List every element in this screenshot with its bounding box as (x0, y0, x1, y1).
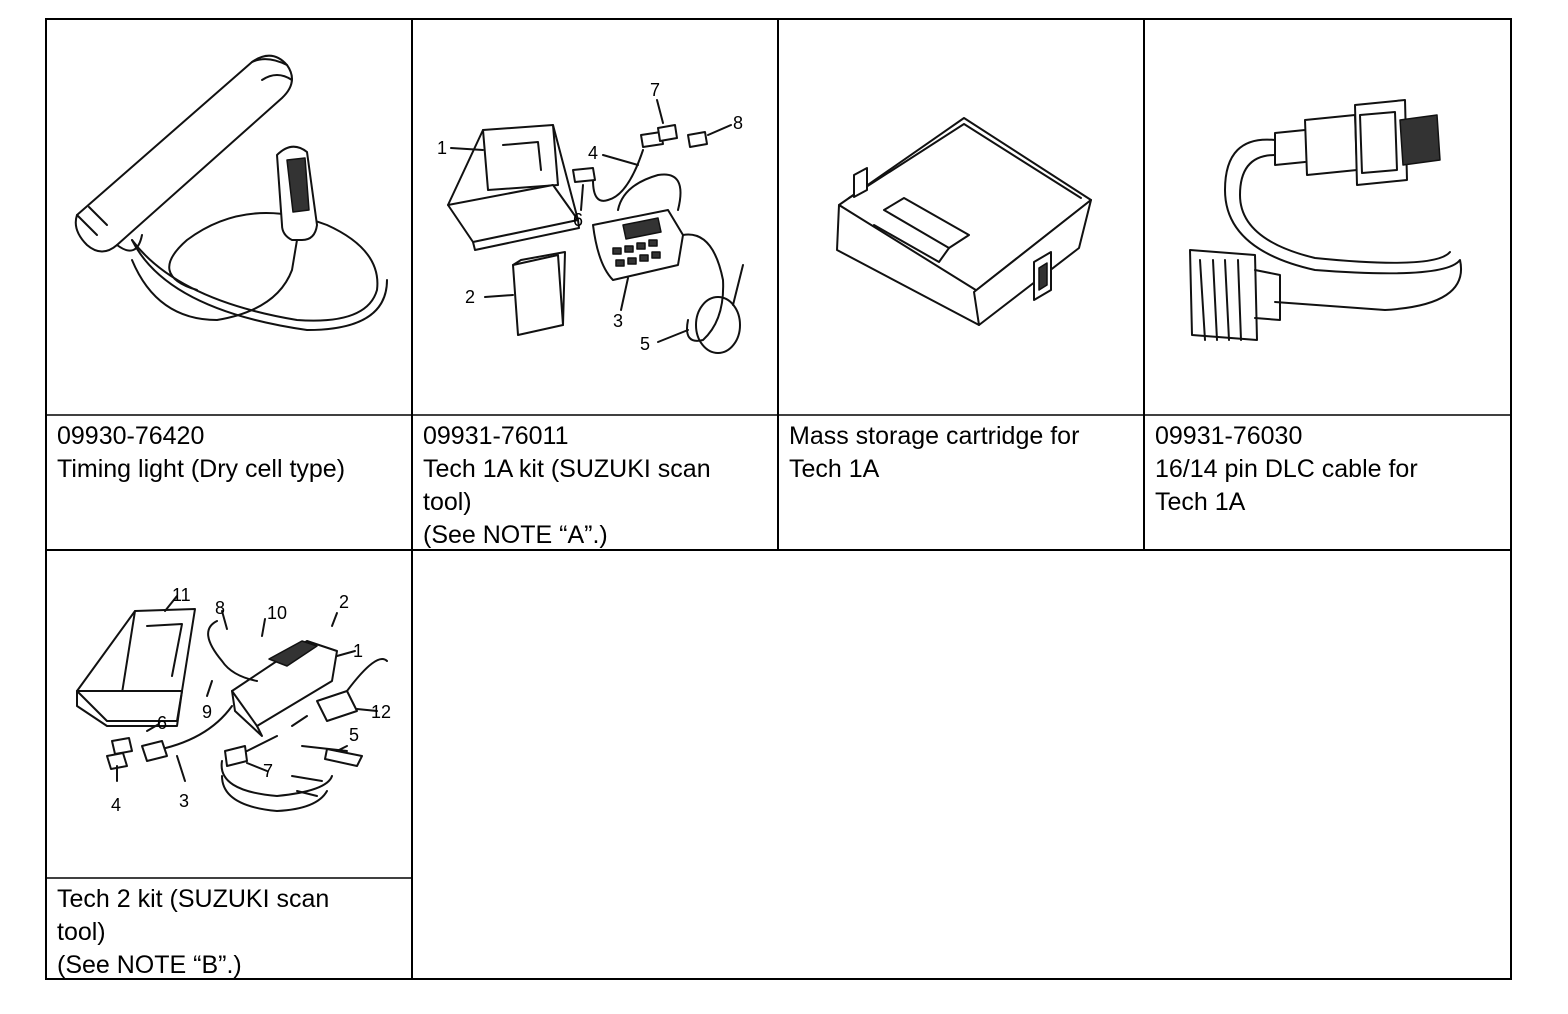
tool-caption-tech-1a-kit: 09931-76011 Tech 1A kit (SUZUKI scan too… (413, 416, 777, 549)
callout-4: 4 (588, 143, 598, 163)
tool-note: (See NOTE “B”.) (57, 951, 242, 979)
callout-7: 7 (263, 761, 273, 781)
tool-name: Timing light (Dry cell type) (57, 455, 346, 483)
callout-5: 5 (349, 725, 359, 745)
tool-name: Tech 1A kit (SUZUKI scan (423, 455, 711, 483)
callout-7: 7 (650, 80, 660, 100)
empty-cell (413, 551, 1510, 978)
callout-3: 3 (613, 311, 623, 331)
callout-12: 12 (371, 702, 391, 722)
part-number: 09930-76420 (57, 422, 205, 450)
callout-6: 6 (573, 210, 583, 230)
tech-1a-kit-illustration: 1 2 3 4 5 6 7 8 (413, 20, 777, 414)
tool-caption-dlc-cable: 09931-76030 16/14 pin DLC cable for Tech… (1145, 416, 1509, 549)
part-number: 09931-76011 (423, 422, 569, 450)
callout-1: 1 (437, 138, 447, 158)
callout-8: 8 (215, 598, 225, 618)
callout-3: 3 (179, 791, 189, 811)
tool-name-cont: tool) (57, 918, 106, 946)
tool-caption-timing-light: 09930-76420 Timing light (Dry cell type) (47, 416, 411, 549)
callout-5: 5 (640, 334, 650, 354)
callout-4: 4 (111, 795, 121, 815)
callout-1: 1 (353, 641, 363, 661)
part-number: 09931-76030 (1155, 422, 1303, 450)
tool-name: 16/14 pin DLC cable for (1155, 455, 1418, 483)
tool-caption-tech-2-kit: Tech 2 kit (SUZUKI scan tool) (See NOTE … (47, 879, 411, 979)
callout-11: 11 (172, 585, 191, 605)
tool-caption-mass-storage: Mass storage cartridge for Tech 1A (779, 416, 1143, 549)
callout-2: 2 (465, 287, 475, 307)
callout-9: 9 (202, 702, 212, 722)
callout-6: 6 (157, 713, 167, 733)
tool-name: Mass storage cartridge for (789, 422, 1080, 450)
mass-storage-cartridge-illustration (779, 20, 1143, 414)
tool-name: Tech 2 kit (SUZUKI scan (57, 885, 330, 913)
tool-name-cont: Tech 1A (1155, 488, 1246, 516)
timing-light-illustration (47, 20, 411, 414)
tech-2-kit-illustration: 11 8 10 2 1 12 9 6 5 7 4 3 (47, 551, 411, 877)
tool-name-cont: Tech 1A (789, 455, 880, 483)
tool-note: (See NOTE “A”.) (423, 521, 608, 549)
callout-8: 8 (733, 113, 743, 133)
dlc-cable-illustration (1145, 20, 1509, 414)
callout-10: 10 (267, 603, 287, 623)
tool-name-cont: tool) (423, 488, 472, 516)
callout-2: 2 (339, 592, 349, 612)
